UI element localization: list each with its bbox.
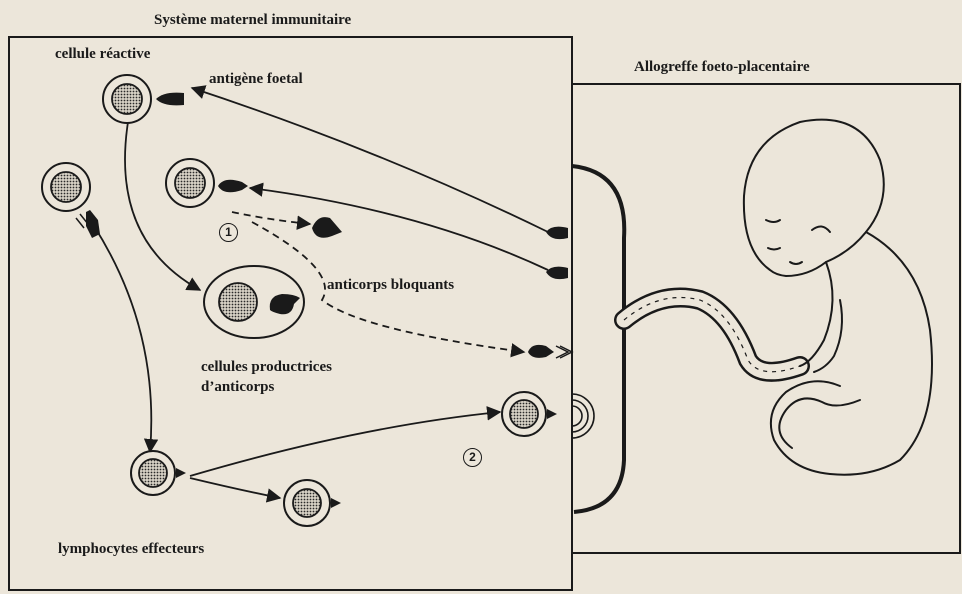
receptor-chevrons xyxy=(556,346,572,358)
placenta-wall xyxy=(572,166,624,512)
step-marker-2: 2 xyxy=(463,448,482,467)
reactive-cell-label: cellule réactive xyxy=(55,45,150,63)
free-antibody xyxy=(312,217,342,238)
effector-lymphocyte xyxy=(131,451,186,495)
reactive-cell xyxy=(103,75,184,123)
antibody-producing-cell xyxy=(204,266,304,338)
effector-lymphocytes-label: lymphocytes effecteurs xyxy=(58,540,204,558)
arrow-effector-to-clone xyxy=(190,478,280,498)
attacking-lymphocyte xyxy=(502,392,557,436)
fetus xyxy=(744,120,932,475)
fetal-antigen-label: antigène foetal xyxy=(209,70,303,88)
effector-lymphocyte-clone xyxy=(284,480,341,526)
placenta-antigens xyxy=(528,227,568,358)
left-cell xyxy=(42,163,100,238)
dashed-arrow-1 xyxy=(232,212,310,224)
maternal-system-title: Système maternel immunitaire xyxy=(154,11,351,29)
arrow-antigen-to-reactive-cell xyxy=(192,88,548,232)
arrow-effector-to-target xyxy=(190,412,500,476)
antigen-bound-cell xyxy=(166,159,248,207)
arrow-antigen-to-cell-1 xyxy=(250,188,548,270)
blocking-antibodies-label: anticorps bloquants xyxy=(327,276,454,294)
step-marker-1: 1 xyxy=(219,223,238,242)
placenta-target xyxy=(572,394,594,438)
arrow-left-cell-to-effector xyxy=(94,226,151,452)
fetal-allograft-title: Allogreffe foeto-placentaire xyxy=(634,58,810,76)
producing-cells-label-line2: d’anticorps xyxy=(201,378,274,396)
producing-cells-label-line1: cellules productrices xyxy=(201,358,332,376)
